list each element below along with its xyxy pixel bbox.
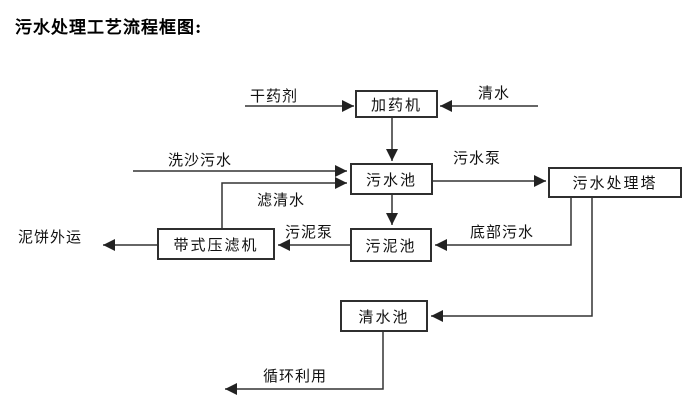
node-clean-water-pool-label: 清水池 [358,307,410,326]
edge-label-dry-agent: 干药剂 [250,87,299,105]
node-dosing-machine-label: 加药机 [370,95,422,114]
edge-label-mud-cake-out: 泥饼外运 [18,228,83,246]
node-clean-water-pool: 清水池 [340,300,428,332]
edge-label-bottom-sewage: 底部污水 [470,223,535,241]
edge-label-sand-washing-sewage: 洗沙污水 [168,151,233,169]
arrow-bottom-sewage-to-sludge-pool [435,198,572,251]
node-sewage-pool-label: 污水池 [365,170,417,189]
arrow-filtered-water-to-sewage-pool [221,177,347,228]
node-belt-filter-press: 带式压滤机 [157,228,275,260]
arrow-clean-water-pool-to-recycling [225,332,384,395]
node-sludge-pool-label: 污泥池 [365,236,417,255]
edge-label-recycling: 循环利用 [263,367,328,385]
node-treatment-tower-label: 污水处理塔 [572,174,658,192]
node-dosing-machine: 加药机 [355,90,438,118]
arrow-tower-to-clean-water-pool [431,198,593,322]
page-title: 污水处理工艺流程框图: [15,18,203,38]
edge-label-clean-water: 清水 [478,84,511,102]
edge-label-filtered-water: 滤清水 [257,191,306,209]
node-treatment-tower: 污水处理塔 [548,167,682,198]
edge-label-sludge-pump: 污泥泵 [285,223,334,241]
edge-label-sewage-pump: 污水泵 [453,149,502,167]
node-sewage-pool: 污水池 [350,163,433,195]
node-sludge-pool: 污泥池 [350,228,432,262]
node-belt-filter-press-label: 带式压滤机 [173,235,259,254]
